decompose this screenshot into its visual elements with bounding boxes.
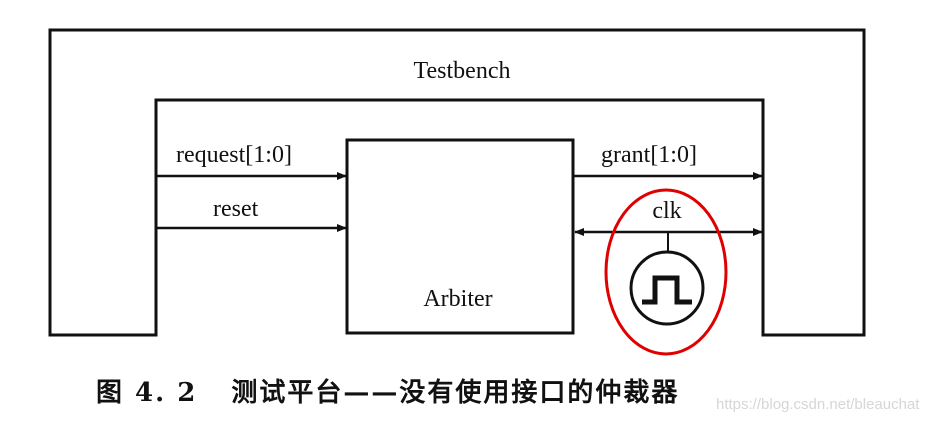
arbiter-label: Arbiter xyxy=(423,286,492,312)
request-label: request[1:0] xyxy=(176,142,292,168)
square-wave-icon xyxy=(642,275,692,305)
arbiter-box xyxy=(345,138,575,335)
watermark: https://blog.csdn.net/bleauchat xyxy=(716,396,920,413)
grant-label: grant[1:0] xyxy=(601,142,697,168)
clk-label: clk xyxy=(652,198,681,224)
figure-caption: 图 4. 2 测试平台——没有使用接口的仲裁器 xyxy=(96,372,856,409)
testbench-frame xyxy=(48,28,866,337)
testbench-label: Testbench xyxy=(414,58,511,84)
clk-highlight xyxy=(604,188,728,356)
figure-title: 测试平台——没有使用接口的仲裁器 xyxy=(231,378,680,408)
figure-number: 图 4. 2 xyxy=(96,378,198,408)
clock-generator-icon xyxy=(629,250,705,326)
reset-label: reset xyxy=(213,196,259,222)
